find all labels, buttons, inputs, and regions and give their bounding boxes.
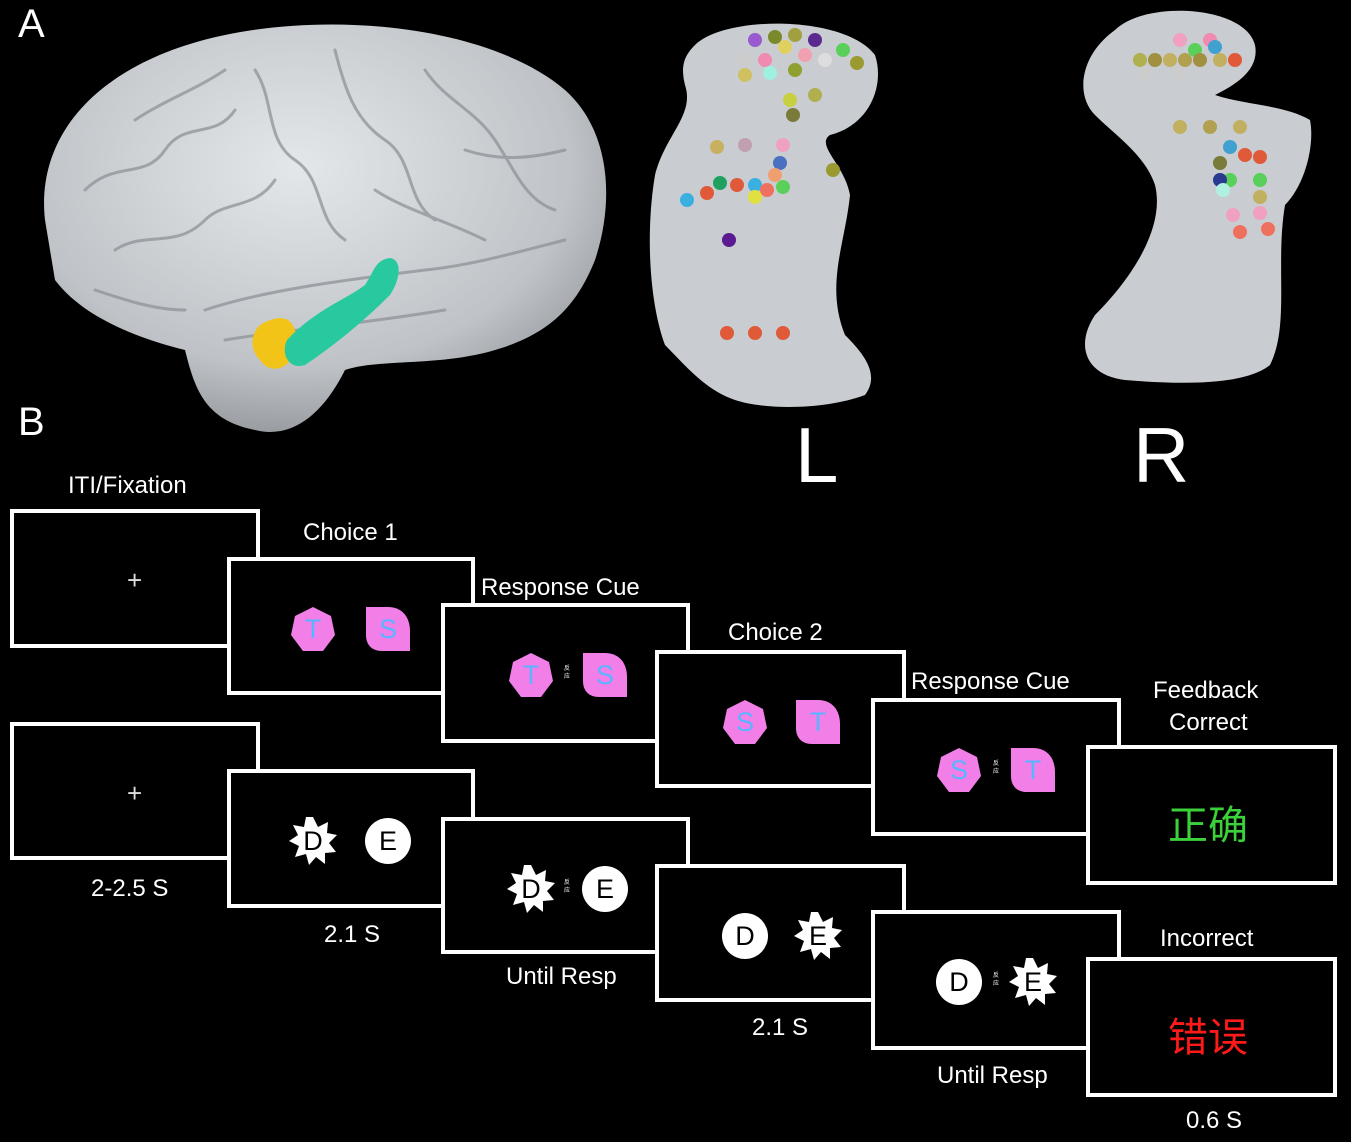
- feedback-incorrect-text: 错误: [1168, 1015, 1248, 1061]
- starburst-shape-e: E: [1009, 958, 1057, 1006]
- electrode-dots-left: [680, 28, 864, 340]
- starburst-shape-e: E: [794, 912, 842, 960]
- heptagon-shape-t: T: [289, 605, 337, 653]
- screen-response-cue2-bottom: D 反应 E: [871, 910, 1121, 1050]
- response-cue-text: 反应: [992, 761, 999, 775]
- feedback-correct-text: 正确: [1168, 803, 1248, 849]
- duration-iti: 2-2.5 S: [91, 875, 169, 902]
- letter-e: E: [378, 825, 397, 856]
- label-incorrect: Incorrect: [1160, 925, 1254, 952]
- screen-choice1-top: T S: [227, 557, 475, 695]
- label-choice1: Choice 1: [303, 519, 398, 546]
- screen-fixation-top: +: [10, 509, 260, 648]
- screen-response-cue1-bottom: D 反应 E: [441, 817, 690, 954]
- screen-feedback-incorrect: 错误: [1086, 957, 1337, 1097]
- hemisphere-label-right: R: [1133, 411, 1190, 499]
- heptagon-shape-s: S: [721, 698, 769, 746]
- duration-choice1: 2.1 S: [324, 921, 381, 948]
- starburst-shape-d: D: [289, 817, 337, 865]
- label-response-cue-1: Response Cue: [481, 574, 640, 601]
- electrode-dots-right: [1133, 33, 1275, 239]
- brain-lateral-figure: [44, 24, 607, 432]
- response-cue-text: 反应: [563, 880, 570, 894]
- leaf-shape-t: T: [794, 698, 842, 746]
- response-cue-text: 反应: [563, 666, 570, 680]
- response-cue-text: 反应: [992, 973, 999, 987]
- panel-label-a: A: [18, 2, 45, 46]
- screen-fixation-bottom: +: [10, 722, 260, 860]
- letter-t: T: [304, 613, 322, 644]
- screen-choice2-bottom: D E: [655, 864, 906, 1002]
- circle-shape-e: E: [581, 865, 629, 913]
- letter-d: D: [303, 825, 323, 856]
- leaf-shape-s: S: [581, 651, 629, 699]
- heptagon-shape-s: S: [935, 746, 983, 794]
- label-feedback: Feedback: [1153, 677, 1259, 704]
- fixation-cross: +: [127, 565, 143, 595]
- screen-choice2-top: S T: [655, 650, 906, 788]
- hippocampus-left-figure: [649, 23, 878, 407]
- screen-response-cue2-top: S 反应 T: [871, 698, 1121, 836]
- duration-choice2: 2.1 S: [752, 1014, 809, 1041]
- label-response-cue-2: Response Cue: [911, 668, 1070, 695]
- circle-shape-e: E: [364, 817, 412, 865]
- circle-shape-d: D: [721, 912, 769, 960]
- fixation-cross: +: [127, 778, 143, 808]
- hemisphere-label-left: L: [795, 411, 839, 499]
- duration-response2: Until Resp: [937, 1062, 1048, 1089]
- hippocampus-right-figure: [1083, 10, 1312, 383]
- label-choice2: Choice 2: [728, 619, 823, 646]
- circle-shape-d: D: [935, 958, 983, 1006]
- panel-label-b: B: [18, 400, 45, 444]
- label-correct: Correct: [1169, 709, 1248, 736]
- letter-s: S: [378, 613, 397, 644]
- duration-response1: Until Resp: [506, 963, 617, 990]
- screen-feedback-correct: 正确: [1086, 745, 1337, 885]
- heptagon-shape-t: T: [507, 651, 555, 699]
- starburst-shape-d: D: [507, 865, 555, 913]
- screen-response-cue1-top: T 反应 S: [441, 603, 690, 743]
- duration-feedback: 0.6 S: [1186, 1107, 1243, 1134]
- label-iti: ITI/Fixation: [68, 472, 187, 499]
- leaf-shape-t: T: [1009, 746, 1057, 794]
- leaf-shape-s: S: [364, 605, 412, 653]
- screen-choice1-bottom: D E: [227, 769, 475, 908]
